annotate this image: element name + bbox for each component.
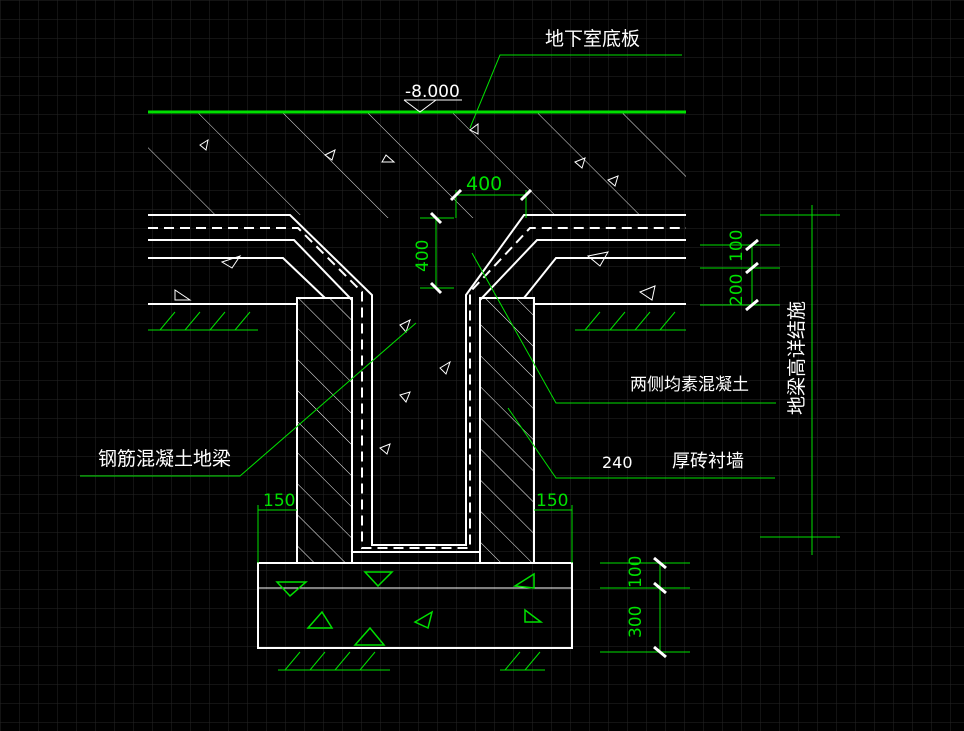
brick-wall-right: [479, 297, 535, 564]
beam-height-note: 地梁高详结施: [786, 301, 808, 415]
dim-200: 200: [727, 274, 747, 306]
dim-100-lower: 100: [626, 556, 646, 588]
basement-slab-label: 地下室底板: [545, 28, 640, 50]
dimension-lines: [80, 54, 840, 653]
elevation-marker: [403, 99, 462, 113]
concrete-both-sides-label: 两侧均素混凝土: [630, 375, 749, 395]
brick-wall-left: [296, 297, 353, 564]
aggregate-marks: [174, 123, 656, 455]
waterproof-layers: [148, 214, 686, 553]
dim-top-400: 400: [466, 173, 502, 195]
dim-100-upper: 100: [727, 230, 747, 262]
elevation-label: -8.000: [405, 82, 460, 102]
dimension-ticks: [429, 188, 759, 659]
dim-240: 240: [602, 453, 633, 472]
dim-side-400: 400: [413, 240, 433, 272]
dim-300: 300: [626, 606, 646, 638]
dim-150-left: 150: [263, 491, 295, 511]
rc-ground-beam-label: 钢筋混凝土地梁: [98, 448, 231, 470]
basement-slab-body: [148, 110, 686, 218]
dim-150-right: 150: [536, 491, 568, 511]
ground-marks: [148, 311, 686, 671]
footing-base: [257, 562, 573, 649]
brick-wall-label: 厚砖衬墙: [672, 451, 744, 472]
